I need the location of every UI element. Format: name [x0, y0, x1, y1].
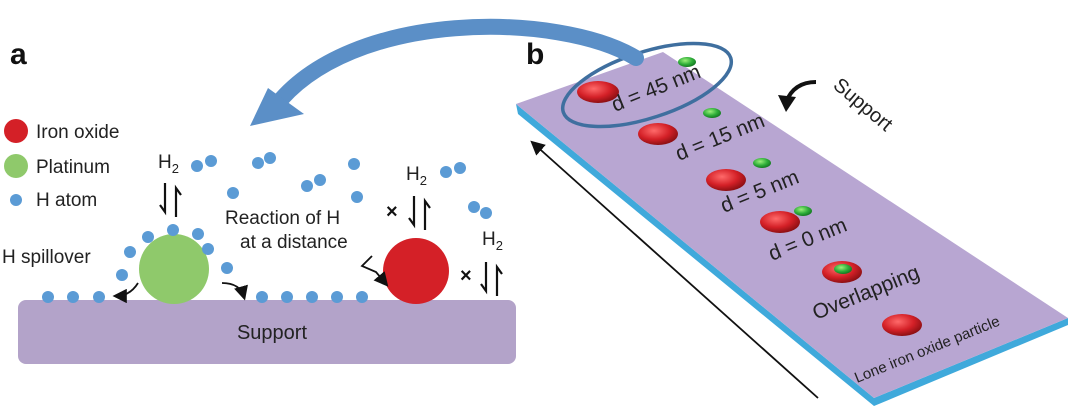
panel-b: b d — [516, 38, 1068, 406]
iron-oxide-particle — [383, 238, 449, 304]
support-label-a: Support — [237, 322, 307, 344]
particle-pair-overlapping — [822, 261, 862, 283]
particle-pair-15nm — [638, 108, 721, 145]
equilibrium-arrows-left — [159, 183, 182, 217]
blocked-mark-middle: × — [386, 201, 398, 223]
h2-label-middle: H2 — [406, 164, 427, 188]
particle-pair-45nm — [577, 57, 696, 103]
support-label-b: Support — [829, 74, 897, 136]
support-slab — [18, 300, 516, 364]
particle-pair-5nm — [706, 158, 771, 191]
platinum-particle — [139, 234, 209, 304]
direction-arrow — [530, 140, 819, 399]
h-atoms — [42, 152, 492, 303]
legend-label-iron-oxide: Iron oxide — [36, 122, 119, 143]
equilibrium-arrows-middle — [408, 196, 431, 230]
h2-label-left: H2 — [158, 152, 179, 176]
legend-swatch-platinum — [4, 154, 28, 178]
spillover-arrow — [112, 282, 139, 304]
panel-b-label: b — [526, 38, 544, 71]
panel-a: a Iron oxide Platinum H atom Support — [2, 38, 516, 364]
blocked-mark-right: × — [460, 265, 472, 287]
legend-label-platinum: Platinum — [36, 157, 110, 178]
lone-iron-oxide-particle — [882, 314, 922, 336]
rotate-arrow-head — [778, 95, 796, 112]
particle-pair-0nm — [760, 206, 812, 233]
h2-label-right: H2 — [482, 229, 503, 253]
reaction-arrow — [360, 255, 389, 287]
zoom-arrow — [250, 18, 644, 126]
legend-swatch-h-atom — [10, 194, 22, 206]
reaction-label-line1: Reaction of H — [225, 208, 340, 229]
panel-a-label: a — [10, 38, 27, 71]
legend: Iron oxide Platinum H atom — [4, 119, 119, 211]
legend-swatch-iron-oxide — [4, 119, 28, 143]
diffusion-arrow — [221, 282, 248, 301]
spillover-label: H spillover — [2, 247, 91, 268]
equilibrium-arrows-right — [480, 262, 503, 296]
legend-label-h-atom: H atom — [36, 190, 97, 211]
reaction-label-line2: at a distance — [240, 232, 348, 253]
